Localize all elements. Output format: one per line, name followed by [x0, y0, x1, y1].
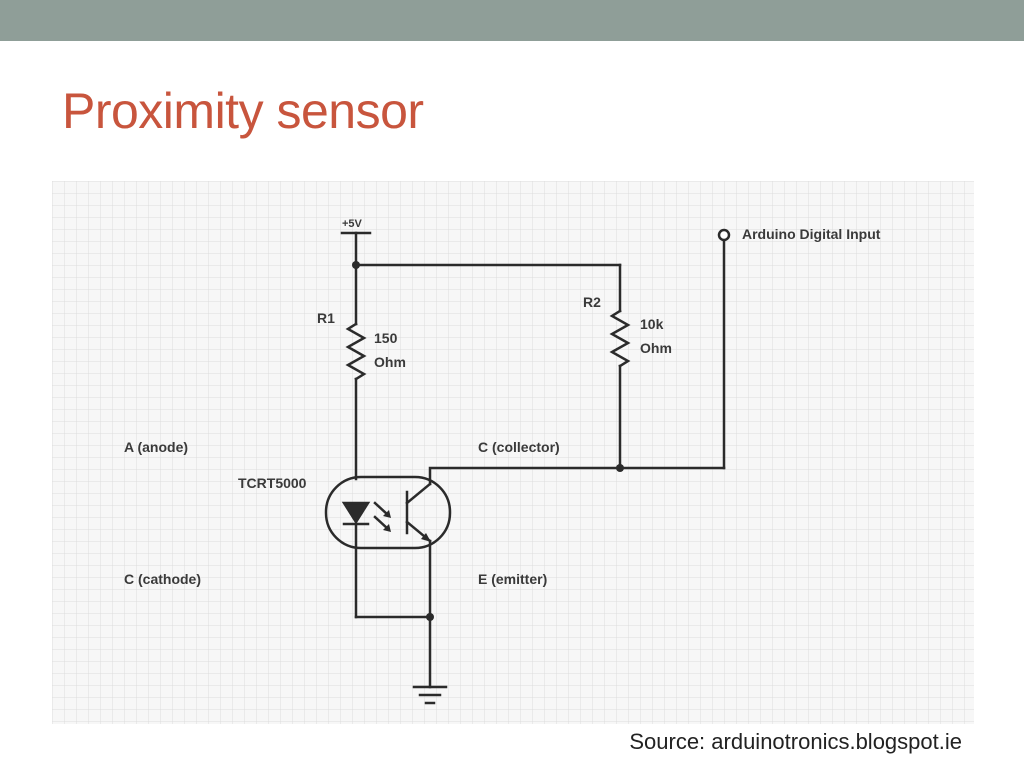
anode-label: A (anode): [124, 439, 188, 455]
junction-collector: [616, 464, 624, 472]
light-arrowhead-2: [383, 524, 391, 532]
slide-title: Proximity sensor: [62, 83, 424, 139]
ir-led-symbol: [341, 501, 371, 525]
r2-resistor-symbol: [609, 309, 631, 368]
light-arrow-2: [373, 515, 390, 531]
output-terminal: [717, 228, 731, 242]
grid-lines: [52, 181, 974, 724]
schematic-diagram: +5V Arduino Digital Input R1 150 Ohm R2 …: [52, 181, 974, 724]
part-label: TCRT5000: [238, 475, 307, 491]
emitter-arrowhead: [421, 533, 431, 542]
supply-label: +5V: [342, 218, 363, 230]
top-bar: [0, 0, 1024, 41]
tcrt5000-package: [324, 475, 452, 550]
collector-wire: [428, 466, 726, 486]
light-arrow-1: [373, 501, 390, 517]
r1-resistor-symbol: [345, 322, 367, 381]
r1-ref-label: R1: [317, 310, 335, 326]
output-label: Arduino Digital Input: [742, 226, 881, 242]
r2-ref-label: R2: [583, 294, 601, 310]
source-caption: Source: arduinotronics.blogspot.ie: [629, 729, 962, 754]
emitter-label: E (emitter): [478, 571, 547, 587]
cathode-label: C (cathode): [124, 571, 201, 587]
phototransistor-collector-lead: [405, 482, 432, 505]
junction-ground: [426, 613, 434, 621]
light-arrowhead-1: [383, 510, 391, 518]
r1-unit-label: Ohm: [374, 354, 406, 370]
r2-unit-label: Ohm: [640, 340, 672, 356]
r1-value-label: 150: [374, 330, 398, 346]
r2-value-label: 10k: [640, 316, 664, 332]
collector-label: C (collector): [478, 439, 560, 455]
junction-top-left: [352, 261, 360, 269]
